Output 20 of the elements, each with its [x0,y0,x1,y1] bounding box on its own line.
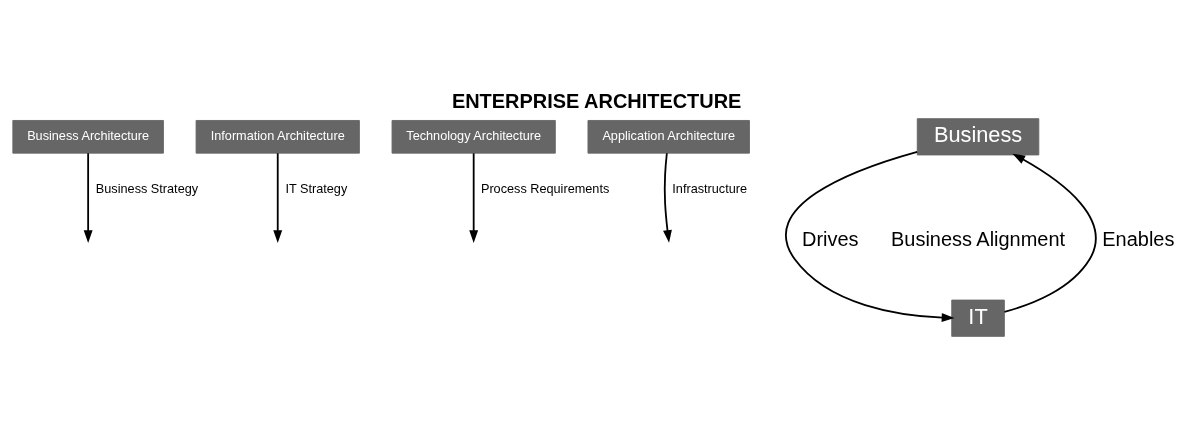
edge-label: Enables [1102,228,1175,251]
arrow [469,152,479,243]
edge-label: Infrastructure [672,181,748,196]
arrow [273,152,283,243]
edge-label: Drives [802,228,859,251]
diagram-title: ENTERPRISE ARCHITECTURE [451,90,742,113]
arrow [663,152,672,243]
edge-label: IT Strategy [285,181,348,196]
node-box: Application Architecture [587,120,750,154]
node-box: Technology Architecture [391,120,556,154]
node-box: Information Architecture [195,120,360,154]
edge-label: Business Strategy [95,181,199,196]
edge-label: Process Requirements [480,181,610,196]
label: Business Alignment [891,228,1066,251]
node-box: Business [916,118,1040,156]
node-box: Business Architecture [12,120,164,154]
arrow [1003,153,1097,313]
node-box: IT [951,299,1005,337]
arrow [83,152,93,243]
arrow [784,150,955,323]
